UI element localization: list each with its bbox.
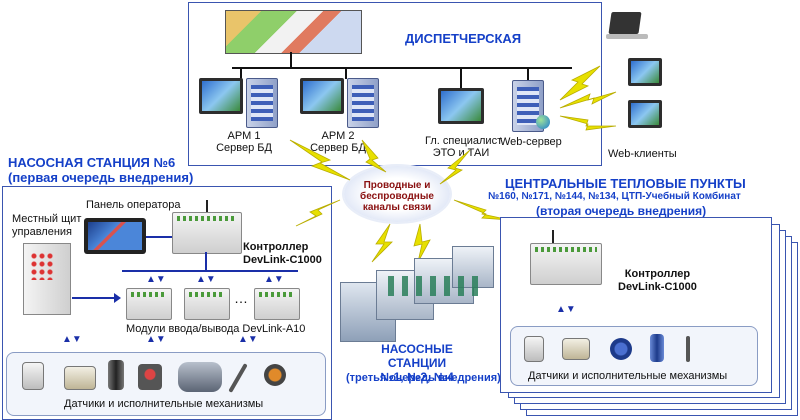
arm2-monitor <box>300 78 344 114</box>
lightning-bolt <box>439 149 471 185</box>
lightning-bolt <box>371 223 393 263</box>
web-client-monitor-2 <box>628 100 662 128</box>
controller-to-bus-link <box>205 252 207 270</box>
bus-arrow-1: ▲▼ <box>146 274 166 285</box>
arm2-server <box>347 78 379 128</box>
damper-icon <box>264 364 286 386</box>
lightning-bolt <box>559 65 601 101</box>
web-clients-label: Web-клиенты <box>608 148 677 160</box>
modules-ellipsis: … <box>234 290 248 306</box>
laptop-base <box>606 34 648 39</box>
globe-icon <box>536 115 550 129</box>
controller-device-left <box>172 212 242 254</box>
lightning-bolt <box>295 199 341 227</box>
arm2-link <box>345 67 347 79</box>
pressure-sensor-icon <box>108 360 124 390</box>
specialist-link <box>460 67 462 89</box>
pumps-icon <box>388 276 478 296</box>
modules-link-arrow-mid: ▲▼ <box>146 334 166 345</box>
arm1-link <box>240 67 242 79</box>
flowmeter-icon <box>610 338 632 360</box>
io-module-3 <box>254 288 300 320</box>
operator-panel-label: Панель оператора <box>86 199 181 211</box>
lightning-bolt <box>413 223 431 263</box>
arm1-server <box>246 78 278 128</box>
io-module-2 <box>184 288 230 320</box>
central-thermometer-icon <box>686 336 690 362</box>
video-wall <box>225 10 362 54</box>
lightning-bolt <box>559 91 617 109</box>
shield-to-modules-arrow <box>72 297 116 299</box>
pump-stations-subtitle: (третья очередь внедрения) <box>346 372 501 384</box>
communication-cloud <box>344 166 450 222</box>
io-module-1 <box>126 288 172 320</box>
central-controller-device <box>530 243 602 285</box>
modules-label: Модули ввода/вывода DevLink-A10 <box>126 323 306 335</box>
motor-icon <box>178 362 222 392</box>
operator-panel-device <box>84 218 146 254</box>
cabinet-indicators <box>30 252 54 280</box>
arrow-head <box>114 293 121 303</box>
counter-icon <box>64 366 96 390</box>
left-station-title: НАСОСНАЯ СТАНЦИЯ №6 <box>8 155 176 170</box>
bus-arrow-3: ▲▼ <box>264 274 284 285</box>
central-pressure-sensor-icon <box>650 334 664 362</box>
meter-icon <box>22 362 44 390</box>
bus-arrow-2: ▲▼ <box>196 274 216 285</box>
webserver-link <box>527 67 529 81</box>
webserver-label: Web-сервер <box>500 136 562 148</box>
panel-to-controller-link <box>146 236 172 238</box>
module-bus <box>122 270 298 272</box>
lightning-bolt <box>361 139 387 173</box>
central-link-arrow: ▲▼ <box>556 304 576 315</box>
central-numbers: №160, №171, №144, №134, ЦТП-Учебный Комб… <box>488 191 741 202</box>
lightning-bolt <box>559 115 617 131</box>
central-counter-icon <box>562 338 590 360</box>
lightning-bolt <box>289 139 351 181</box>
arm1-monitor <box>199 78 243 114</box>
modules-link-arrow-right: ▲▼ <box>238 334 258 345</box>
central-sensors-panel <box>510 326 758 386</box>
modules-link-arrow-left: ▲▼ <box>62 334 82 345</box>
specialist-monitor <box>438 88 484 124</box>
controller-antenna <box>206 200 208 214</box>
dispatch-bus-line <box>232 67 572 69</box>
central-title: ЦЕНТРАЛЬНЫЕ ТЕПЛОВЫЕ ПУНКТЫ <box>505 176 746 191</box>
web-client-monitor-1 <box>628 58 662 86</box>
left-station-subtitle: (первая очередь внедрения) <box>8 170 194 185</box>
central-meter-icon <box>524 336 544 362</box>
dispatch-title: ДИСПЕТЧЕРСКАЯ <box>405 31 522 46</box>
valve-icon <box>138 364 162 390</box>
central-controller-antenna <box>552 230 554 244</box>
left-sensors-label: Датчики и исполнительные механизмы <box>64 398 264 410</box>
video-wall-link <box>290 52 292 67</box>
central-sensors-label: Датчики и исполнительные механизмы <box>528 370 728 382</box>
central-subtitle: (вторая очередь внедрения) <box>536 204 707 218</box>
webserver-server <box>512 80 544 132</box>
